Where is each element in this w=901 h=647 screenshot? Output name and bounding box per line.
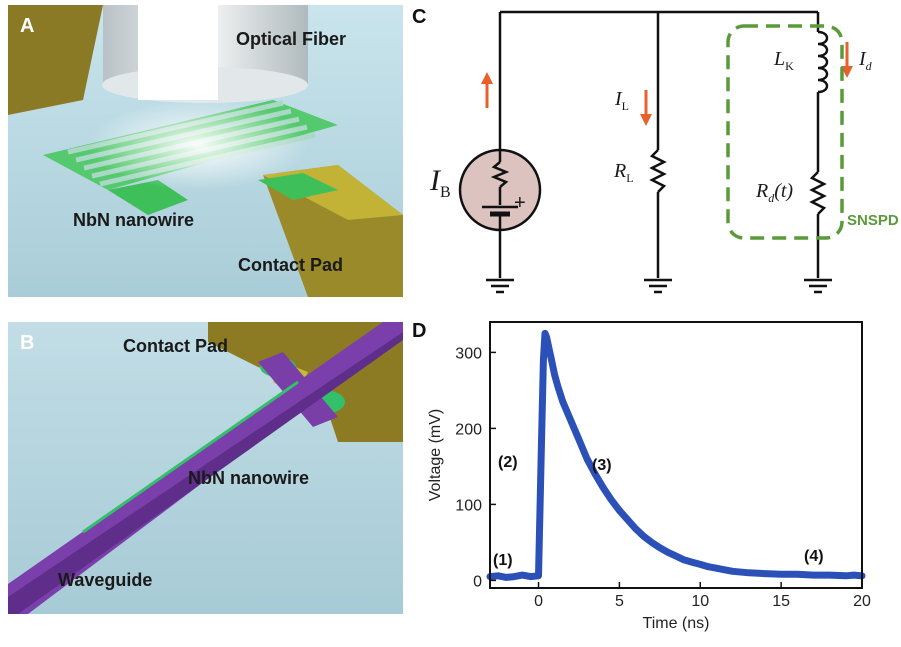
snspd-label: SNSPD	[847, 212, 899, 229]
il-label: IL	[615, 88, 630, 113]
panel-c-letter: C	[412, 6, 427, 28]
lk-label: LK	[774, 48, 794, 73]
x-tick-label: 20	[853, 593, 871, 610]
voltage-time-chart: 0 5 10 15 20 0 100 200 300 Time (ns) Voltage (m…	[427, 321, 871, 632]
id-label: Id	[859, 48, 872, 73]
contact-pad-label-b: Contact Pad	[123, 336, 229, 356]
optical-fiber-label: Optical Fiber	[236, 29, 347, 49]
panel-b-letter: B	[20, 332, 35, 354]
nanowire-shape-b	[82, 380, 299, 534]
y-tick-label: 300	[455, 345, 482, 362]
rl-label: RL	[614, 160, 634, 185]
panel-a-letter: A	[20, 15, 35, 37]
circuit-diagram	[458, 10, 853, 294]
panel-b-illustration	[8, 322, 403, 614]
rd-label: Rd(t)	[756, 180, 794, 205]
nanowire-label-b: NbN nanowire	[188, 468, 310, 488]
annotation-3: (3)	[592, 457, 612, 474]
y-tick-label: 200	[455, 421, 482, 438]
panel-c-circuit: C IB IL RL LK Id Rd(t) + SNSPD	[410, 0, 901, 305]
ib-label: IB	[430, 164, 451, 201]
panel-b-figure: B Contact Pad NbN nanowire Waveguide	[8, 322, 403, 614]
x-tick-label: 15	[772, 593, 790, 610]
waveguide-label: Waveguide	[58, 570, 153, 590]
x-tick-label: 10	[691, 593, 709, 610]
voltage-trace	[486, 329, 866, 581]
x-tick-label: 0	[534, 593, 543, 610]
snspd-dashed-box	[726, 24, 844, 240]
panel-a-illustration	[8, 5, 403, 297]
contact-pad-left-shape	[8, 5, 103, 115]
source-plus-sign: +	[514, 192, 526, 214]
annotation-2: (2)	[498, 454, 518, 471]
panel-d-chart: D 0 5 10 15 20 0 100 200 300 Time (ns) Voltage …	[410, 308, 901, 642]
contact-pad-label-a: Contact Pad	[238, 255, 344, 275]
nanowire-label-a: NbN nanowire	[73, 210, 195, 230]
y-axis-label: Voltage (mV)	[427, 409, 444, 501]
annotation-1: (1)	[493, 552, 513, 569]
y-tick-label: 0	[473, 573, 482, 590]
annotation-4: (4)	[804, 548, 824, 565]
panel-d-letter: D	[412, 320, 427, 342]
x-tick-label: 5	[615, 593, 624, 610]
y-tick-label: 100	[455, 497, 482, 514]
x-axis-label: Time (ns)	[643, 615, 710, 632]
panel-a-figure: A Optical Fiber NbN nanowire Contact Pad	[8, 5, 403, 297]
current-source-ib	[458, 148, 542, 232]
plot-frame	[489, 321, 863, 589]
